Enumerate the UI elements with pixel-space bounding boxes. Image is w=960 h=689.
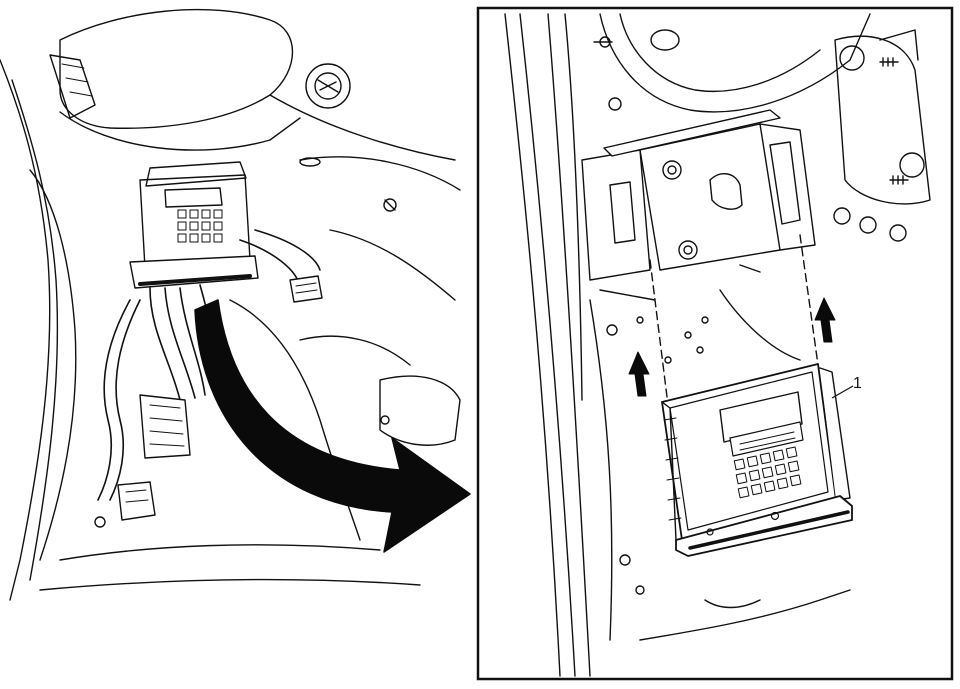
up-arrow-right-icon: [814, 297, 836, 343]
mounting-bracket: [581, 109, 816, 301]
floor-trim: [59, 544, 381, 561]
lower-trim: [229, 299, 361, 541]
junction-block: [129, 161, 259, 289]
direction-arrow-icon: [194, 299, 471, 553]
callout-leader: [831, 385, 854, 399]
control-module: [661, 363, 853, 557]
stud-bracket: [834, 29, 931, 205]
harness-connector-a: [139, 394, 191, 459]
guide-line-left: [649, 259, 669, 406]
harness-connector-c: [289, 275, 323, 303]
overview-scene: [0, 8, 461, 601]
wiring-harness: [97, 229, 321, 501]
up-arrow-left-icon: [628, 351, 650, 397]
ignition-lock-icon: [305, 63, 351, 109]
inset-pillar: [504, 13, 561, 677]
steering-column-lower: [59, 111, 301, 151]
steering-bracket: [49, 54, 96, 119]
door-seal: [29, 169, 77, 561]
inset-frame: [476, 6, 954, 681]
callout-label-1: 1: [853, 375, 862, 392]
detail-inset: 1: [476, 6, 954, 681]
door-pillar: [0, 59, 51, 601]
guide-line-right: [799, 234, 819, 366]
harness-connector-b: [117, 481, 156, 521]
door-pillar-inner: [11, 79, 59, 581]
steering-column-shroud: [59, 8, 294, 129]
dash-panel: [269, 94, 456, 161]
